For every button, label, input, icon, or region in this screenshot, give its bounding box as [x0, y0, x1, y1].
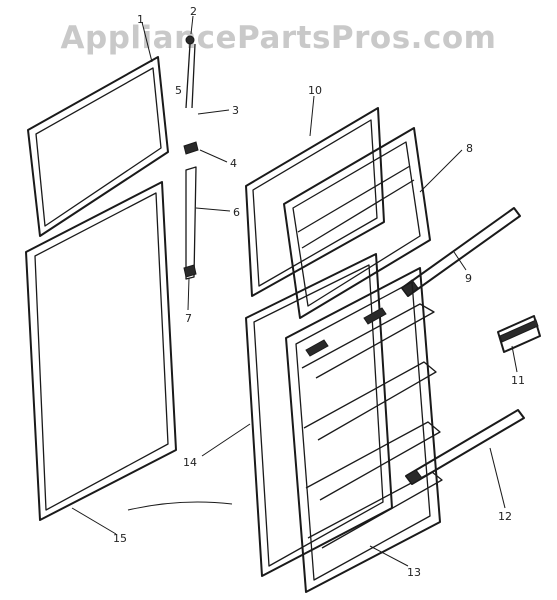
fresh-food-door-gasket [25, 181, 177, 521]
callout-6: 6 [233, 206, 240, 219]
hinge-screw-top [185, 35, 195, 45]
stray-stroke [127, 501, 233, 511]
callout-1: 1 [137, 13, 144, 26]
callout-9: 9 [465, 272, 472, 285]
callout-12: 12 [498, 510, 512, 523]
leader-lines [71, 15, 518, 567]
hinge-bracket-lower [183, 264, 197, 278]
hinge-bar [185, 166, 197, 280]
freezer-inner-panel [245, 107, 385, 297]
fresh-food-inner-panel [245, 253, 393, 577]
hinge-bracket-upper [183, 141, 199, 155]
callout-13: 13 [407, 566, 421, 579]
shelf-end-cap [497, 315, 541, 353]
hinge-assembly [183, 35, 199, 280]
callout-3: 3 [232, 104, 239, 117]
callout-2: 2 [190, 5, 197, 18]
callout-5: 5 [175, 84, 182, 97]
callout-10: 10 [308, 84, 322, 97]
freezer-door-liner [283, 127, 431, 319]
fresh-food-shelf-bar [405, 409, 525, 485]
callout-8: 8 [466, 142, 473, 155]
callout-4: 4 [230, 157, 237, 170]
callout-15: 15 [113, 532, 127, 545]
freezer-door-gasket [27, 56, 169, 237]
callout-11: 11 [511, 374, 525, 387]
callout-14: 14 [183, 456, 197, 469]
callout-labels: 1 2 3 4 5 6 7 8 9 10 11 12 13 14 15 [113, 5, 525, 579]
watermark-text: AppliancePartsPros.com [60, 20, 497, 56]
callout-7: 7 [185, 312, 192, 325]
freezer-shelf-bar [401, 207, 521, 297]
fresh-food-door-liner [285, 267, 443, 593]
